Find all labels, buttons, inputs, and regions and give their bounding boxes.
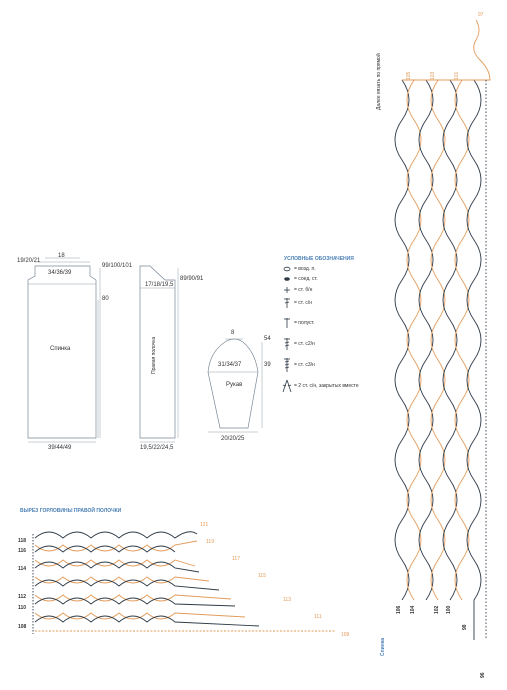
legend-item-hdc: = полуст. [294, 320, 315, 326]
legend-item-tr: = ст. с2/н [294, 341, 315, 347]
legend-symbols [282, 266, 292, 393]
legend-item-slip: = соед. ст. [294, 276, 318, 282]
sleeve-upper-width: 31/34/37 [218, 362, 242, 368]
back-chart-label: Спинка [380, 637, 386, 656]
legend-item-sc: = ст. б/н [294, 287, 313, 293]
back-chart-stitches [394, 19, 491, 640]
sleeve-bottom-width: 20/20/25 [221, 436, 245, 442]
sleeve-piece-outline [207, 338, 263, 433]
back-chart-row-104: 104 [410, 605, 416, 614]
sleeve-piece-label: Рукав [226, 382, 243, 388]
front-height-total: 89/90/91 [180, 276, 204, 282]
back-chart-row-102: 102 [434, 605, 440, 614]
back-shoulder-dims: 19/20/21 [17, 258, 41, 264]
neckline-row-108: 108 [18, 624, 27, 630]
back-bottom-width: 39/44/49 [48, 445, 72, 451]
back-chart-top-row: 97 [478, 12, 484, 18]
neckline-row-121: 121 [200, 522, 209, 528]
sleeve-side-height: 39 [264, 362, 271, 368]
front-bottom-width: 19,5/22/24,5 [140, 445, 174, 451]
neckline-row-113: 113 [283, 597, 291, 603]
front-piece-label: Правая полочка [151, 336, 157, 374]
legend-title: УСЛОВНЫЕ ОБОЗНАЧЕНИЯ [284, 256, 354, 262]
neckline-row-118: 118 [18, 538, 27, 544]
neckline-row-119: 119 [206, 539, 214, 545]
neckline-chart-stitches [32, 531, 335, 634]
neckline-row-115: 115 [258, 573, 266, 579]
back-top-width: 18 [58, 253, 65, 259]
neckline-row-110: 110 [18, 605, 27, 611]
neckline-row-117: 117 [232, 556, 240, 562]
legend-item-chain: = возд. п. [294, 266, 316, 272]
back-chart-row-103: 103 [430, 71, 436, 80]
neckline-row-111: 111 [314, 614, 322, 620]
sleeve-cap-height: 54 [264, 336, 271, 342]
back-chart-row-101: 101 [454, 71, 460, 80]
back-piece-outline [27, 257, 101, 443]
front-piece-outline [139, 265, 179, 443]
back-height-total: 99/100/101 [102, 263, 133, 269]
neckline-row-116: 116 [18, 548, 27, 554]
sleeve-top-width: 8 [231, 330, 235, 336]
back-chart-row-106: 106 [396, 605, 402, 614]
neckline-chart-title: ВЫРЕЗ ГОРЛОВИНЫ ПРАВОЙ ПОЛОЧКИ [20, 508, 122, 514]
front-top-dims: 17/18/19,5 [145, 282, 174, 288]
back-chart-note: Далее вязать по прямой [376, 53, 382, 110]
back-chart-row-98: 98 [462, 624, 468, 630]
back-upper-width: 34/36/39 [48, 270, 72, 276]
back-chart-row-105: 105 [406, 71, 412, 80]
neckline-row-114: 114 [18, 566, 27, 572]
neckline-row-109: 109 [341, 632, 350, 638]
back-piece-label: Спинка [50, 346, 71, 352]
back-chart-row-100: 100 [446, 605, 452, 614]
back-chart-bottom-row: 96 [480, 672, 486, 678]
neckline-row-112: 112 [18, 594, 27, 600]
legend-item-dtr: = ст. с3/н [294, 362, 315, 368]
legend-item-dc2tog: = 2 ст. с/н, закрытых вместе [294, 383, 359, 389]
back-side-height: 80 [102, 296, 109, 302]
legend-item-dc: = ст. с/н [294, 300, 312, 306]
